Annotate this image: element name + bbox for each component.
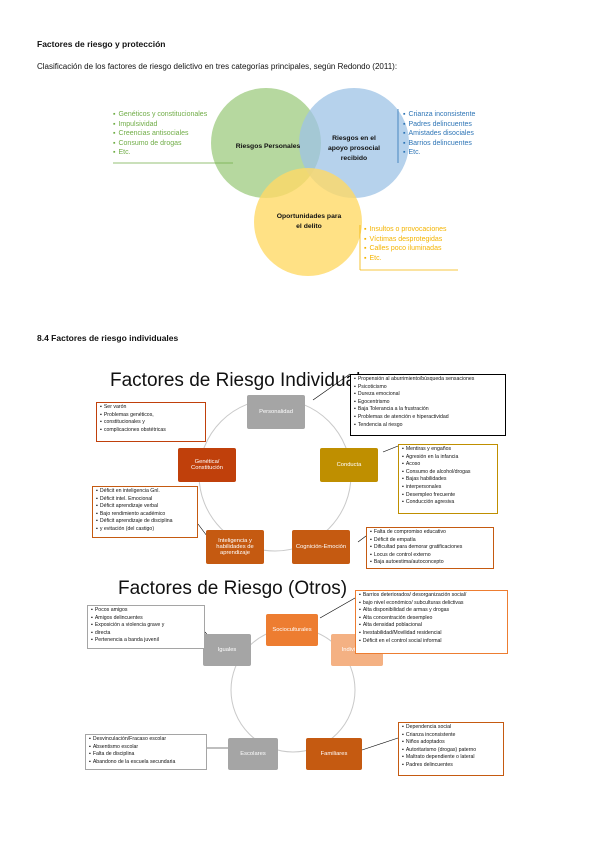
list-item: Déficit aprendizaje verbal [96, 503, 194, 511]
venn-list-apoyo: Crianza inconsistente Padres delincuente… [403, 110, 475, 158]
box-genetica: Ser varón Problemas genéticos, constituc… [96, 402, 206, 442]
list-item: Desempleo frecuente [402, 492, 494, 500]
list-item: Abandono de la escuela secundaria [89, 759, 203, 767]
box-escolares: Desvinculación/Fracaso escolar Absentism… [85, 734, 207, 770]
venn-diagram [113, 88, 458, 276]
list-item: Pertenencia a banda juvenil [91, 637, 201, 645]
list-item: Absentismo escolar [89, 744, 203, 752]
list-item: Egocentrismo [354, 399, 502, 407]
list-item: Amistades disociales [403, 129, 475, 139]
list-item: Pocos amigos [91, 607, 201, 615]
list-item: Barrios deteriorados/ desorganización so… [359, 592, 504, 600]
list-item: Impulsividad [113, 120, 207, 130]
box-personalidad: Propensión al aburrimiento/búsqueda sens… [350, 374, 506, 436]
box-socioculturales: Barrios deteriorados/ desorganización so… [355, 590, 508, 654]
list-item: Psicoticismo [354, 384, 502, 392]
list-item: Déficit en inteligencia Gnl. [96, 488, 194, 496]
venn-circle-oportunidades [254, 168, 362, 276]
node-iguales: Iguales [203, 634, 251, 666]
list-item: Inestabilidad/Movilidad residencial [359, 630, 504, 638]
box-cognicion: Falta de compromiso educativo Déficit de… [366, 527, 494, 569]
venn-list-personal: Genéticos y constitucionales Impulsivida… [113, 110, 207, 158]
node-familiares: Familiares [306, 738, 362, 770]
list-item: Consumo de alcohol/drogas [402, 469, 494, 477]
list-item: Insultos o provocaciones [364, 225, 446, 235]
list-item: constitucionales y [100, 419, 202, 427]
list-item: Tendencia al riesgo [354, 422, 502, 430]
list-item: Locus de control externo [370, 552, 490, 560]
list-item: Padres delincuentes [402, 762, 500, 770]
list-item: Barrios delincuentes [403, 139, 475, 149]
list-item: interpersonales [402, 484, 494, 492]
box-iguales: Pocos amigos Amigos delincuentes Exposic… [87, 605, 205, 649]
list-item: Baja Tolerancia a la frustración [354, 406, 502, 414]
list-item: Dureza emocional [354, 391, 502, 399]
list-item: complicaciones obstétricas [100, 427, 202, 435]
list-item: Déficit aprendizaje de disciplina [96, 518, 194, 526]
list-item: Padres delincuentes [403, 120, 475, 130]
diagram-title: Factores de Riesgo (Otros) [118, 578, 348, 599]
venn-list-oportunidades: Insultos o provocaciones Víctimas despro… [364, 225, 447, 264]
list-item: Conducción agresiva [402, 499, 494, 507]
list-item: Amigos delincuentes [91, 615, 201, 623]
list-item: Autoritarismo (drogas) paterno [402, 747, 500, 755]
diagram-title: Factores de Riesgo Individuales [110, 370, 381, 391]
list-item: Niños adoptados [402, 739, 500, 747]
node-cognicion: Cognición-Emoción [292, 530, 350, 564]
list-item: Problemas de atención e hiperactividad [354, 414, 502, 422]
list-item: Desvinculación/Fracaso escolar [89, 736, 203, 744]
list-item: Alta disponibilidad de armas y drogas [359, 607, 504, 615]
list-item: Propensión al aburrimiento/búsqueda sens… [354, 376, 502, 384]
list-item: Déficit en el control social informal [359, 638, 504, 646]
intro-text: Clasificación de los factores de riesgo … [37, 62, 398, 71]
section-heading: Factores de riesgo y protección [37, 39, 166, 49]
list-item: Etc. [113, 148, 207, 158]
list-item: Déficit intel. Emocional [96, 496, 194, 504]
list-item: Mentiras y engaños [402, 446, 494, 454]
list-item: Crianza inconsistente [403, 110, 475, 120]
list-item: Maltrato dependiente o lateral [402, 754, 500, 762]
list-item: Calles poco iluminadas [364, 244, 447, 254]
node-personalidad: Personalidad [247, 395, 305, 429]
list-item: Alta concentración desempleo [359, 615, 504, 623]
node-socioculturales: Socioculturales [266, 614, 318, 646]
list-item: Genéticos y constitucionales [113, 110, 207, 120]
box-inteligencia: Déficit en inteligencia Gnl. Déficit int… [92, 486, 198, 538]
list-item: y evitación (del castigo) [96, 526, 194, 534]
list-item: Etc. [403, 148, 475, 158]
node-escolares: Escolares [228, 738, 278, 770]
list-item: Bajo rendimiento académico [96, 511, 194, 519]
list-item: Déficit de empatía [370, 537, 490, 545]
list-item: Creencias antisociales [113, 129, 207, 139]
list-item: Dificultad para demorar gratificaciones [370, 544, 490, 552]
list-item: Falta de compromiso educativo [370, 529, 490, 537]
section-heading: 8.4 Factores de riesgo individuales [37, 333, 179, 343]
list-item: Alta densidad poblacional [359, 622, 504, 630]
list-item: Víctimas desprotegidas [364, 235, 447, 245]
list-item: Acoso [402, 461, 494, 469]
venn-label-apoyo: Riesgos en el apoyo prosocial recibido [327, 135, 381, 162]
list-item: Exposición a violencia grave y [91, 622, 201, 630]
box-conducta: Mentiras y engaños Agresión en la infanc… [398, 444, 498, 514]
list-item: bajo nivel económico/ subculturas delict… [359, 600, 504, 608]
venn-circle-apoyo [299, 88, 409, 198]
list-item: Dependencia social [402, 724, 500, 732]
list-item: Falta de disciplina [89, 751, 203, 759]
list-item: Ser varón [100, 404, 202, 412]
list-item: Bajas habilidades [402, 476, 494, 484]
list-item: Problemas genéticos, [100, 412, 202, 420]
node-inteligencia: Inteligencia y habilidades de aprendizaj… [206, 530, 264, 564]
list-item: Consumo de drogas [113, 139, 207, 149]
venn-label-oportunidades: Oportunidades para el delito [276, 213, 342, 230]
box-familiares: Dependencia social Crianza inconsistente… [398, 722, 504, 776]
list-item: directa [91, 630, 201, 638]
venn-label-personal: Riesgos Personales [235, 143, 301, 150]
list-item: Agresión en la infancia [402, 454, 494, 462]
list-item: Baja autoestima/autoconcepto [370, 559, 490, 567]
node-conducta: Conducta [320, 448, 378, 482]
node-genetica: Genética/ Constitución [178, 448, 236, 482]
list-item: Etc. [364, 254, 447, 264]
list-item: Crianza inconsistente [402, 732, 500, 740]
